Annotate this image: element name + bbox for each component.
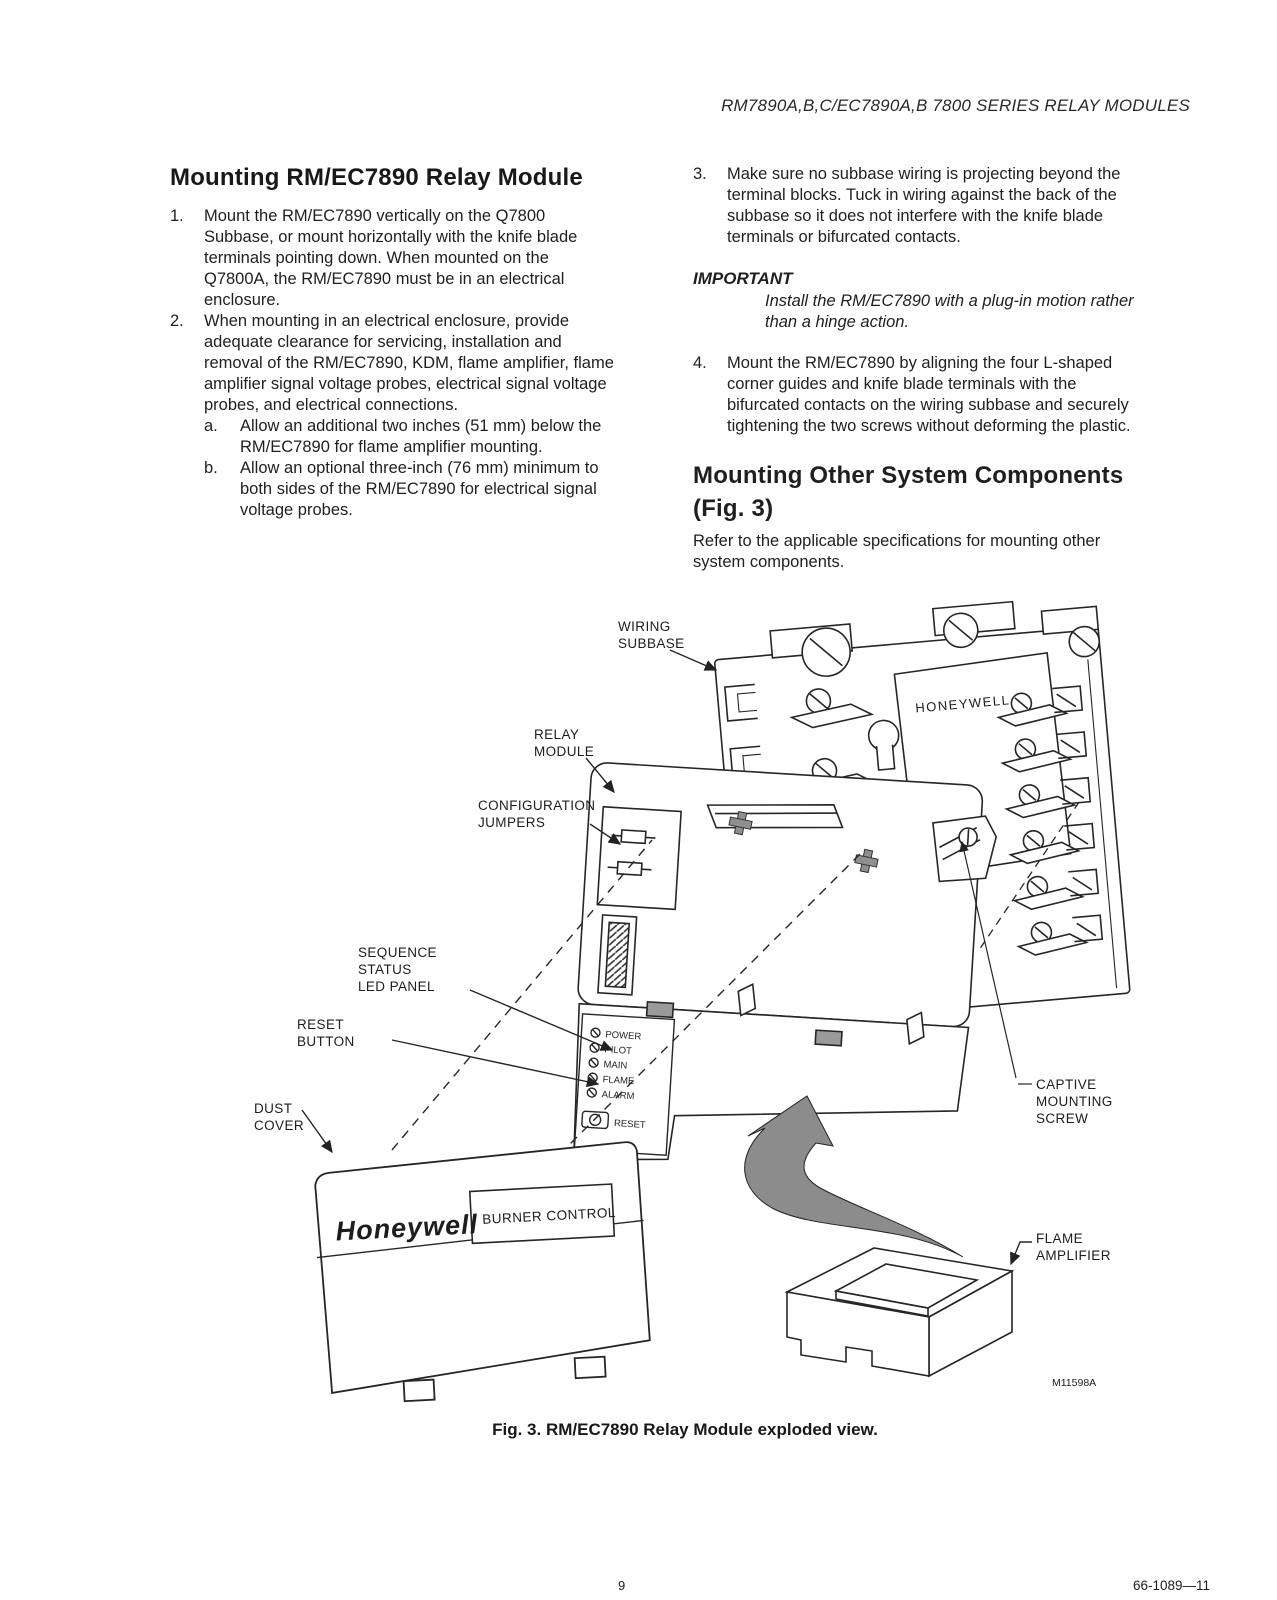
reset-button-label: RESET <box>614 1118 646 1131</box>
important-label: IMPORTANT <box>693 269 793 288</box>
list-text: Allow an optional three-inch (76 mm) min… <box>240 459 599 519</box>
list-text: Mount the RM/EC7890 by aligning the four… <box>727 354 1131 435</box>
section-heading-mounting-relay-module: Mounting RM/EC7890 Relay Module <box>170 164 583 191</box>
configuration-jumpers-drawing <box>596 805 682 911</box>
list-number: 2. <box>170 312 184 330</box>
list-letter: b. <box>204 459 218 477</box>
alignment-markers <box>728 811 879 874</box>
left-column: Mounting RM/EC7890 Relay Module 1. Mount… <box>170 164 675 521</box>
subbase-terminal-screws-right <box>996 692 1089 956</box>
label-relay-module: RELAY MODULE <box>534 727 595 759</box>
list-text: Make sure no subbase wiring is projectin… <box>727 165 1121 246</box>
page-number: 9 <box>618 1578 626 1593</box>
figure-caption: Fig. 3. RM/EC7890 Relay Module exploded … <box>492 1420 878 1439</box>
led-label-main: MAIN <box>603 1059 628 1071</box>
important-note: Install the RM/EC7890 with a plug-in mot… <box>765 292 1134 331</box>
figure-part-code: M11598A <box>1052 1377 1096 1389</box>
flame-amplifier-drawing <box>784 1247 1015 1378</box>
keyhole-slot <box>867 719 900 771</box>
dust-cover-drawing: Honeywell BURNER CONTROL <box>314 1141 651 1403</box>
list-item-4: 4. Mount the RM/EC7890 by aligning the f… <box>693 353 1193 437</box>
list-number: 3. <box>693 165 707 183</box>
document-number: 66-1089—11 <box>1133 1578 1211 1593</box>
reset-button-drawing <box>581 1110 610 1130</box>
list-text: Mount the RM/EC7890 vertically on the Q7… <box>204 207 578 309</box>
section-heading-other-components: Mounting Other System Components (Fig. 3… <box>693 462 1124 522</box>
list-text: Allow an additional two inches (51 mm) b… <box>240 417 602 456</box>
cover-brand-text: Honeywell <box>335 1209 479 1246</box>
label-leader-lines <box>301 649 1032 1266</box>
alignment-dashed-lines <box>391 839 1032 1167</box>
led-label-power: POWER <box>605 1029 642 1042</box>
label-flame-amplifier: FLAME AMPLIFIER <box>1036 1231 1111 1263</box>
label-wiring-subbase: WIRING SUBBASE <box>618 619 685 651</box>
section-paragraph: Refer to the applicable specifications f… <box>693 532 1101 571</box>
assembly-direction-arrow <box>744 1095 964 1258</box>
label-sequence-status-led-panel: SEQUENCE STATUS LED PANEL <box>358 945 437 994</box>
label-reset-button: RESET BUTTON <box>297 1017 355 1049</box>
label-dust-cover: DUST COVER <box>254 1101 305 1133</box>
right-column: 3. Make sure no subbase wiring is projec… <box>693 164 1193 573</box>
list-number: 1. <box>170 207 184 225</box>
relay-module-drawing: POWER PILOT MAIN FLAME ALARM RESET <box>572 762 998 1161</box>
list-item-2: 2. When mounting in an electrical enclos… <box>170 311 675 416</box>
list-item-3: 3. Make sure no subbase wiring is projec… <box>693 164 1193 248</box>
label-captive-mounting-screw: CAPTIVE MOUNTING SCREW <box>1036 1077 1113 1126</box>
burner-control-plate <box>468 1183 616 1245</box>
led-label-flame: FLAME <box>602 1074 634 1087</box>
list-item-1: 1. Mount the RM/EC7890 vertically on the… <box>170 206 675 311</box>
list-number: 4. <box>693 354 707 372</box>
list-item-2a: a. Allow an additional two inches (51 mm… <box>204 416 675 458</box>
figure-diagram-exploded-view: HONEYWELL <box>301 600 1131 1403</box>
label-configuration-jumpers: CONFIGURATION JUMPERS <box>478 798 596 830</box>
led-label-pilot: PILOT <box>604 1044 632 1057</box>
list-text: When mounting in an electrical enclosure… <box>204 312 614 414</box>
cover-burner-control-text: BURNER CONTROL <box>482 1205 616 1227</box>
list-letter: a. <box>204 417 218 435</box>
sequence-status-led-panel-drawing: POWER PILOT MAIN FLAME ALARM RESET <box>573 1013 676 1157</box>
page-header-title: RM7890A,B,C/EC7890A,B 7800 SERIES RELAY … <box>721 96 1190 115</box>
list-item-2b: b. Allow an optional three-inch (76 mm) … <box>204 458 675 521</box>
